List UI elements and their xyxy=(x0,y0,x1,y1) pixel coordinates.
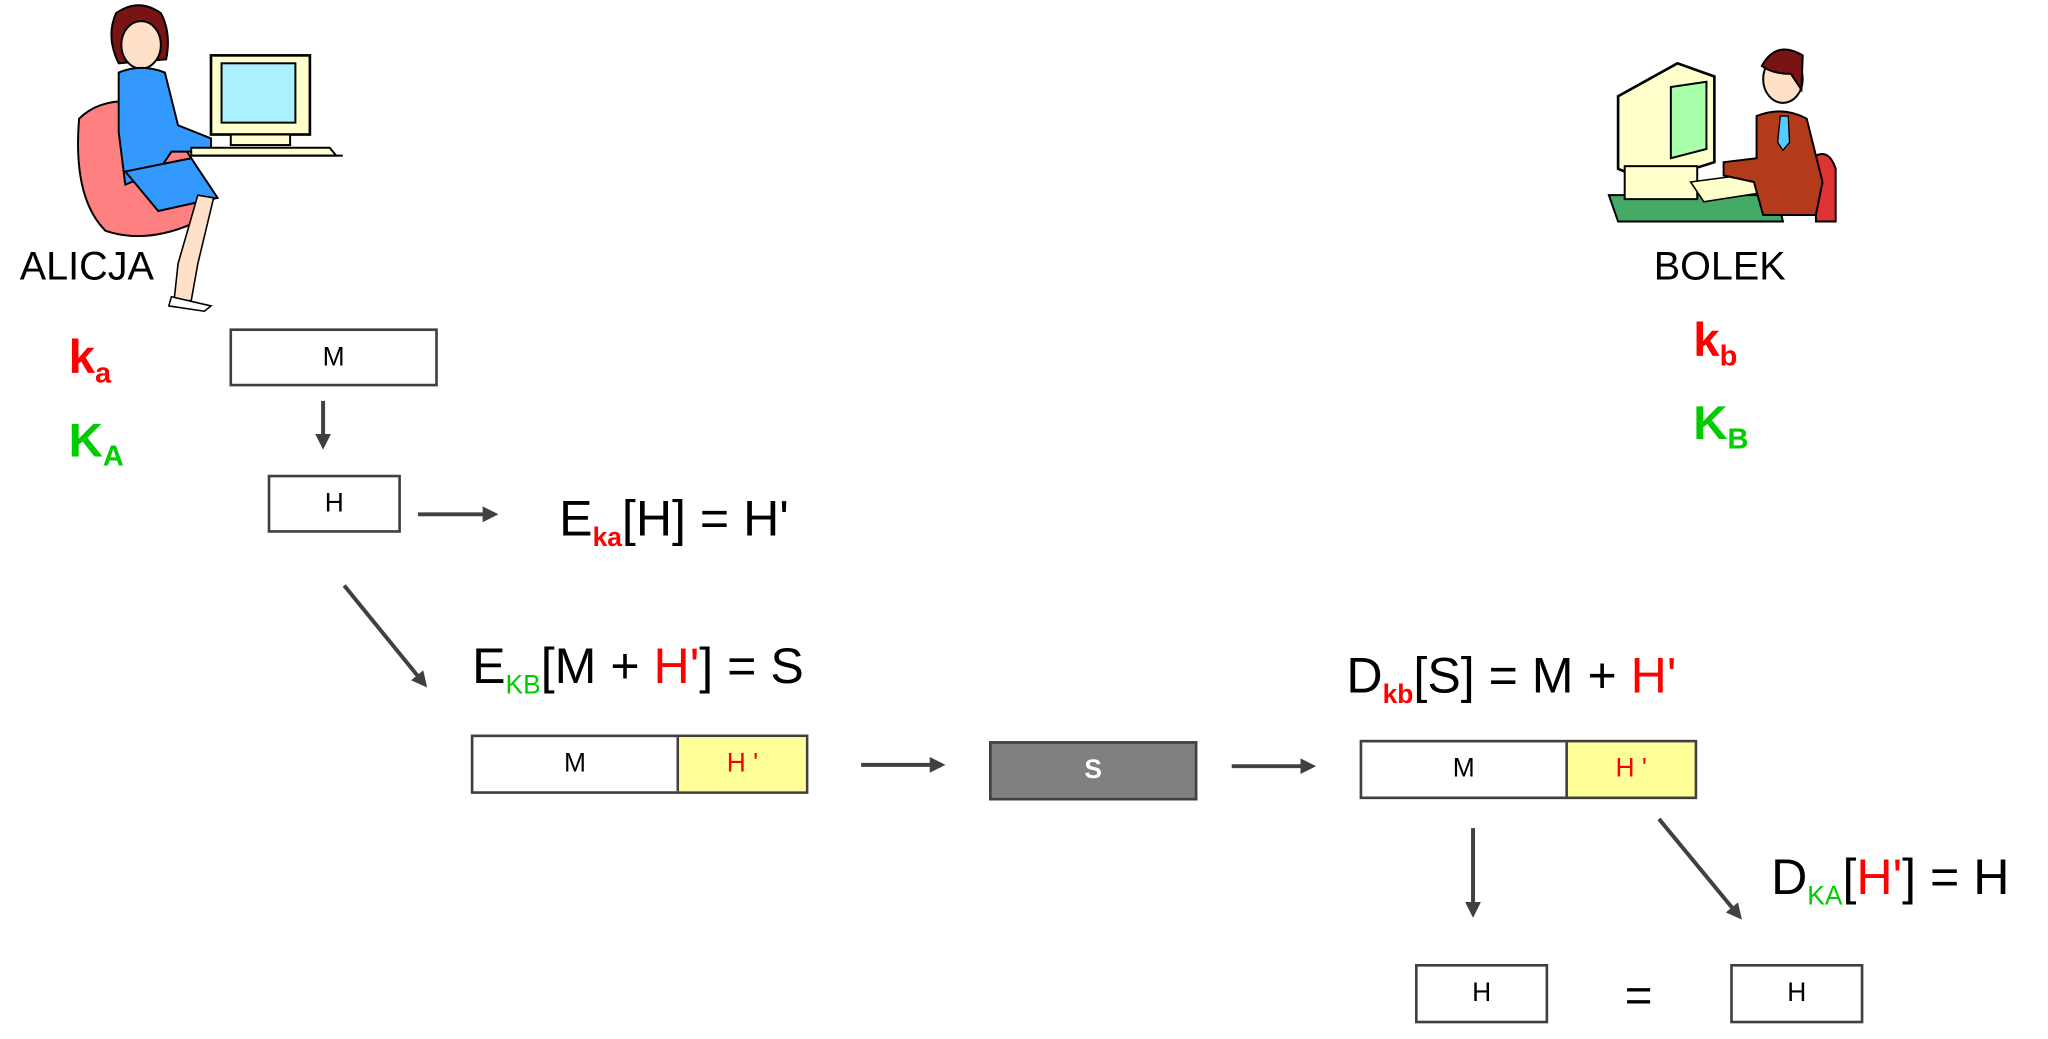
bob-public-key: KB xyxy=(1693,395,1749,455)
received-message-cell: M xyxy=(1362,742,1568,797)
alice-public-key: KA xyxy=(68,412,124,473)
combined-signature-cell: H ' xyxy=(679,737,806,792)
combined-box: M H ' xyxy=(470,734,809,794)
arrow-signature-to-decrypted-hash xyxy=(1657,817,1742,920)
bob-private-key: kb xyxy=(1693,312,1738,372)
decrypted-hash-box: H xyxy=(1730,963,1864,1024)
alice-private-key: ka xyxy=(68,329,112,390)
formula-decrypt-hash: DKA[H'] = H xyxy=(1771,850,2010,912)
bob-name-label: BOLEK xyxy=(1653,245,1786,289)
man-at-computer-illustration xyxy=(1607,48,1837,223)
computed-hash-box: H xyxy=(1415,963,1549,1024)
received-box: M H ' xyxy=(1359,739,1698,800)
formula-encrypt-hash: Eka[H] = H' xyxy=(559,491,789,553)
formula-decrypt-all: Dkb[S] = M + H' xyxy=(1346,648,1677,710)
combined-message-cell: M xyxy=(473,737,680,792)
formula-encrypt-all: EKB[M + H'] = S xyxy=(472,639,804,701)
woman-at-computer-illustration xyxy=(77,4,343,313)
arrow-hash-to-combined xyxy=(342,584,428,688)
signed-package-box: S xyxy=(989,741,1198,801)
equals-sign: = xyxy=(1624,967,1653,1023)
received-signature-cell: H ' xyxy=(1567,742,1695,797)
hash-box: H xyxy=(267,474,401,533)
alice-name-label: ALICJA xyxy=(19,245,154,289)
message-box: M xyxy=(229,328,438,387)
